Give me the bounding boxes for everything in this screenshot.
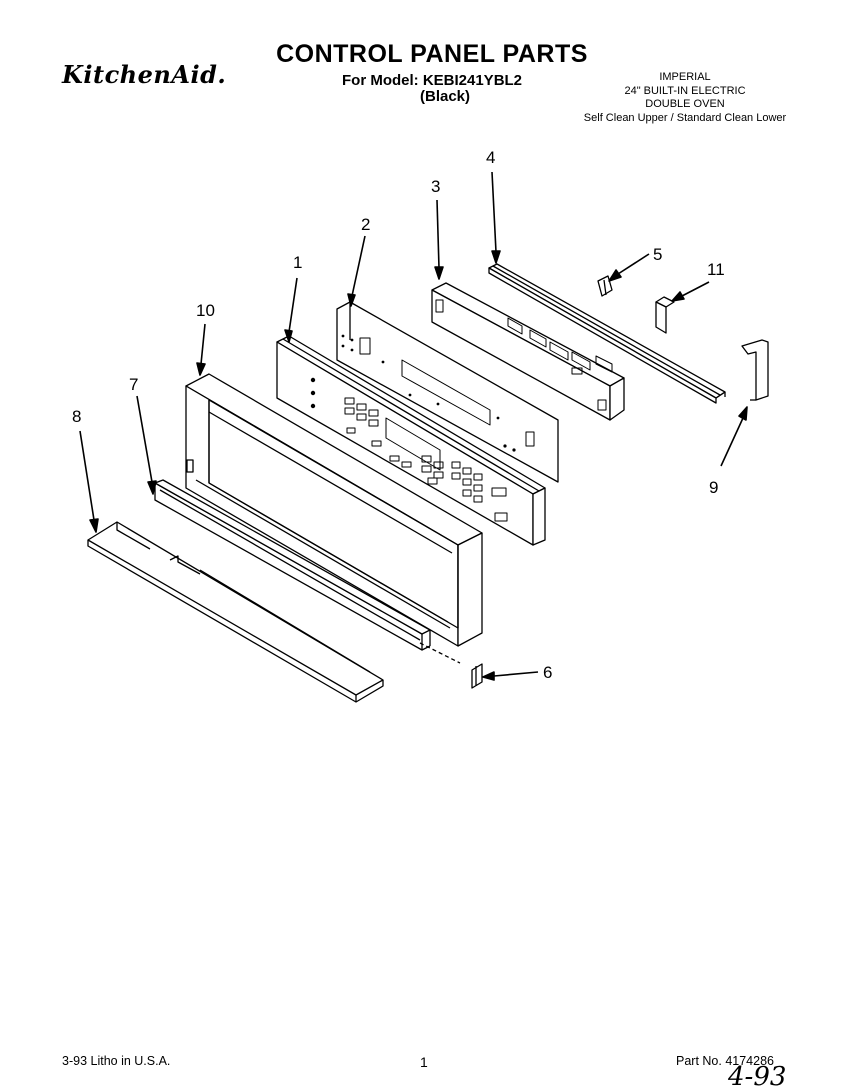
brand-logo: KitchenAid.	[62, 60, 227, 89]
callout-9: 9	[709, 478, 718, 497]
product-description: IMPERIAL 24" BUILT-IN ELECTRIC DOUBLE OV…	[540, 71, 830, 125]
part-2-membrane-board	[336, 301, 559, 483]
leader-lines	[79, 171, 748, 681]
model-number: For Model: KEBI241YBL2	[342, 72, 523, 89]
description-line: Self Clean Upper / Standard Clean Lower	[583, 111, 787, 124]
part-1-control-overlay	[276, 335, 546, 546]
callout-3: 3	[431, 177, 440, 196]
page-number: 1	[420, 1054, 428, 1070]
callout-1: 1	[293, 253, 302, 272]
part-6-clip	[419, 642, 483, 689]
description-line: IMPERIAL	[659, 71, 711, 83]
callout-5: 5	[653, 245, 662, 264]
part-number: Part No. 4174286	[676, 1054, 774, 1068]
callout-6: 6	[543, 663, 552, 682]
part-10-control-housing	[185, 373, 483, 647]
model-color: (Black)	[420, 88, 471, 105]
callout-10: 10	[196, 301, 215, 320]
part-11-clip	[655, 296, 675, 334]
description-line: 24" BUILT-IN ELECTRIC	[624, 84, 746, 97]
part-9-bracket	[741, 339, 769, 401]
callout-8: 8	[72, 407, 81, 426]
page-title: CONTROL PANEL PARTS	[276, 40, 588, 68]
litho-note: 3-93 Litho in U.S.A.	[62, 1054, 171, 1068]
part-3-control-module	[431, 282, 625, 421]
part-4-mounting-rail	[488, 263, 726, 404]
part-8-trim-strip	[87, 521, 384, 703]
callout-2: 2	[361, 215, 370, 234]
callout-11: 11	[707, 260, 725, 279]
description-line: DOUBLE OVEN	[645, 98, 725, 110]
callout-7: 7	[129, 375, 138, 394]
callout-4: 4	[486, 148, 495, 167]
handwritten-date: 4-93	[728, 1062, 787, 1092]
